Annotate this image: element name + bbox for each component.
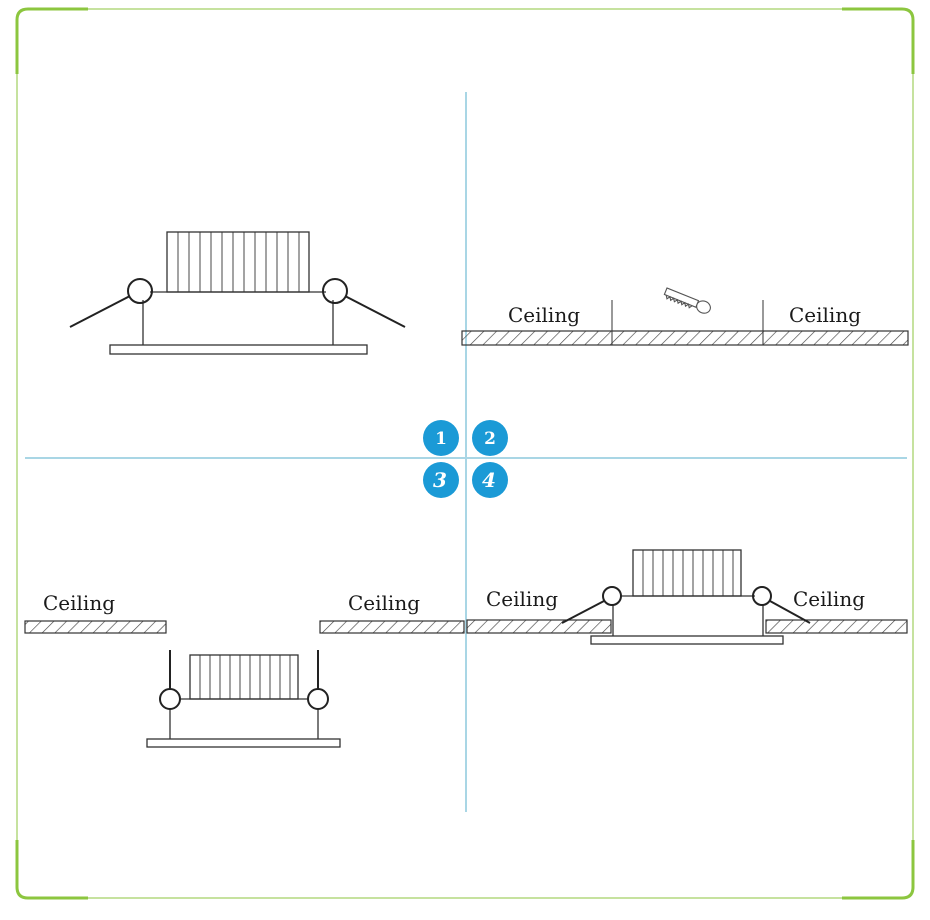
ceiling-label: Ceiling bbox=[789, 303, 861, 327]
spring-clip-icon bbox=[159, 650, 329, 710]
heatsink-fins bbox=[177, 232, 300, 292]
ceiling-label: Ceiling bbox=[43, 591, 115, 615]
ceiling-board bbox=[319, 620, 465, 634]
svg-text:2: 2 bbox=[484, 429, 496, 449]
ceiling-board bbox=[466, 619, 612, 634]
svg-text:4: 4 bbox=[482, 468, 496, 492]
quadrant-4-downlight-icon bbox=[590, 549, 784, 645]
spring-clip-icon bbox=[561, 586, 811, 624]
ceiling-label: Ceiling bbox=[486, 587, 558, 611]
ceiling-board bbox=[461, 330, 909, 346]
quadrant-4-ceiling: Ceiling Ceiling bbox=[466, 587, 908, 634]
spring-clip-icon bbox=[69, 278, 406, 328]
heatsink-fins bbox=[199, 655, 291, 699]
step-badge-3: 3 bbox=[423, 462, 459, 498]
ceiling-board bbox=[24, 620, 167, 634]
step-badge-4: 4 bbox=[472, 462, 508, 498]
svg-text:1: 1 bbox=[435, 429, 447, 449]
quadrant-3-downlight-icon bbox=[146, 654, 341, 748]
step-badge-2: 2 bbox=[472, 420, 508, 456]
ceiling-label: Ceiling bbox=[348, 591, 420, 615]
ceiling-board bbox=[765, 619, 908, 634]
quadrant-1-downlight-icon bbox=[109, 231, 368, 355]
svg-text:3: 3 bbox=[433, 468, 447, 492]
saw-icon bbox=[663, 287, 711, 314]
frame-border bbox=[15, 7, 915, 900]
ceiling-label: Ceiling bbox=[508, 303, 580, 327]
quadrant-3-ceiling: Ceiling Ceiling bbox=[24, 591, 465, 634]
quadrant-2-ceiling: Ceiling Ceiling bbox=[461, 300, 909, 346]
ceiling-label: Ceiling bbox=[793, 587, 865, 611]
heatsink-fins bbox=[642, 550, 734, 596]
step-badge-1: 1 bbox=[423, 420, 459, 456]
